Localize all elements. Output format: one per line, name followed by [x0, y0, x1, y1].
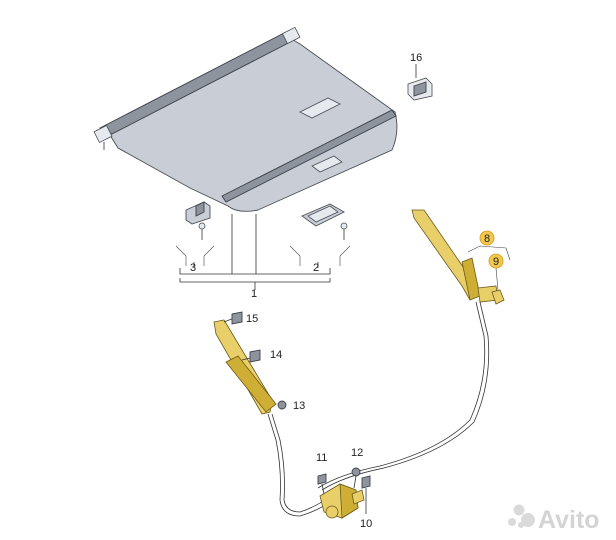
callout-15: 15 [246, 313, 258, 325]
cover-latch-recess [311, 155, 343, 173]
part-2-handle-insert [289, 203, 351, 266]
cover-handle-recess [299, 97, 341, 119]
cover-pull-bar [221, 109, 397, 203]
callout-8-highlight [479, 230, 495, 246]
callout-8-group: 8 [467, 230, 511, 261]
part-10-screw: 10 [360, 475, 372, 530]
part-8-right-guide-rail [317, 209, 499, 491]
part-3-bracket [175, 201, 215, 266]
callout-8: 8 [484, 233, 490, 245]
cassette-end-left [93, 124, 113, 144]
group-brackets: 3 2 1 [179, 214, 331, 300]
part-13-nut: 13 [277, 400, 305, 412]
callout-9-group: 9 [488, 253, 505, 305]
part-16-holder: 16 [407, 52, 433, 101]
part-11-bolt: 11 [316, 452, 327, 495]
callout-9: 9 [493, 256, 499, 268]
callout-2: 2 [313, 262, 319, 274]
avito-logo-icon [508, 504, 535, 528]
left-guide-rail [213, 319, 333, 517]
part-14-screw: 14 [241, 349, 282, 363]
callout-11: 11 [316, 452, 327, 464]
watermark: Avito [508, 504, 600, 534]
callout-12: 12 [351, 447, 363, 459]
callout-1: 1 [251, 288, 257, 300]
cassette-end-right [281, 26, 301, 45]
callout-3: 3 [190, 262, 196, 274]
drive-motor [319, 483, 365, 519]
part-12-nut: 12 [351, 447, 363, 489]
callout-14: 14 [270, 349, 282, 361]
watermark-text: Avito [538, 506, 600, 534]
part-9-clip [491, 289, 505, 305]
callout-13: 13 [293, 400, 305, 412]
callout-16: 16 [410, 52, 422, 64]
callout-10: 10 [360, 518, 372, 530]
part-15-screw: 15 [223, 311, 258, 325]
luggage-cover-assembly [93, 26, 398, 212]
